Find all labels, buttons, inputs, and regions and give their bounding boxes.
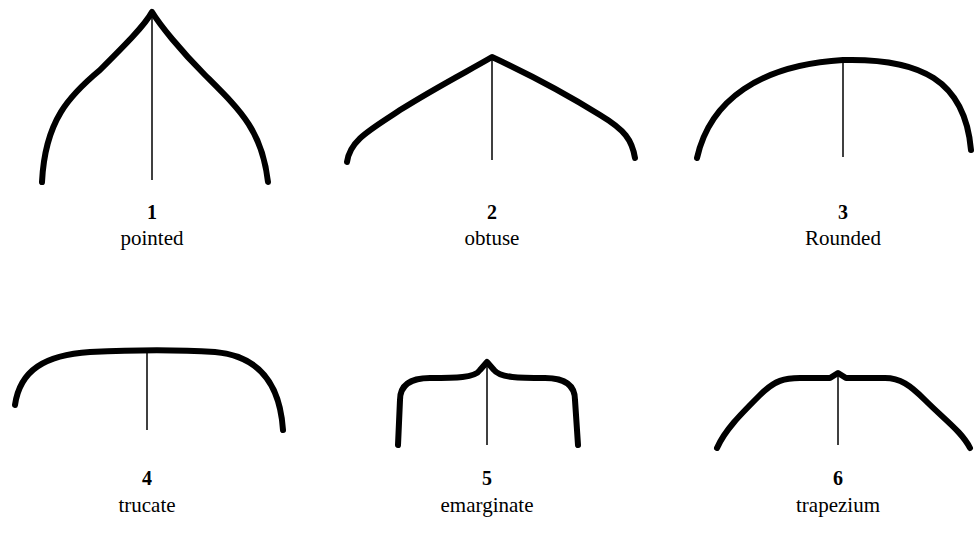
midline <box>842 62 844 157</box>
figure-number: 1 <box>147 202 157 222</box>
shape-name: trapezium <box>796 495 880 516</box>
emarginate-outline <box>398 362 578 445</box>
shape-name: pointed <box>121 228 184 249</box>
midline <box>491 59 493 160</box>
shape-name: emarginate <box>441 495 534 516</box>
figure-number: 6 <box>833 468 843 488</box>
truncate-outline <box>15 350 283 430</box>
midline <box>146 352 148 430</box>
midline <box>837 375 839 445</box>
figure-number: 3 <box>838 202 848 222</box>
shape-name: Rounded <box>805 228 881 249</box>
shape-name: obtuse <box>465 228 520 249</box>
figure-number: 2 <box>487 202 497 222</box>
shape-name: trucate <box>118 495 175 516</box>
trapezium-outline <box>717 373 970 448</box>
figure-number: 5 <box>482 468 492 488</box>
pointed-outline <box>42 12 268 182</box>
midline <box>151 14 153 180</box>
figure-number: 4 <box>142 468 152 488</box>
obtuse-outline <box>347 57 635 162</box>
midline <box>486 364 488 445</box>
rounded-outline <box>697 60 971 158</box>
